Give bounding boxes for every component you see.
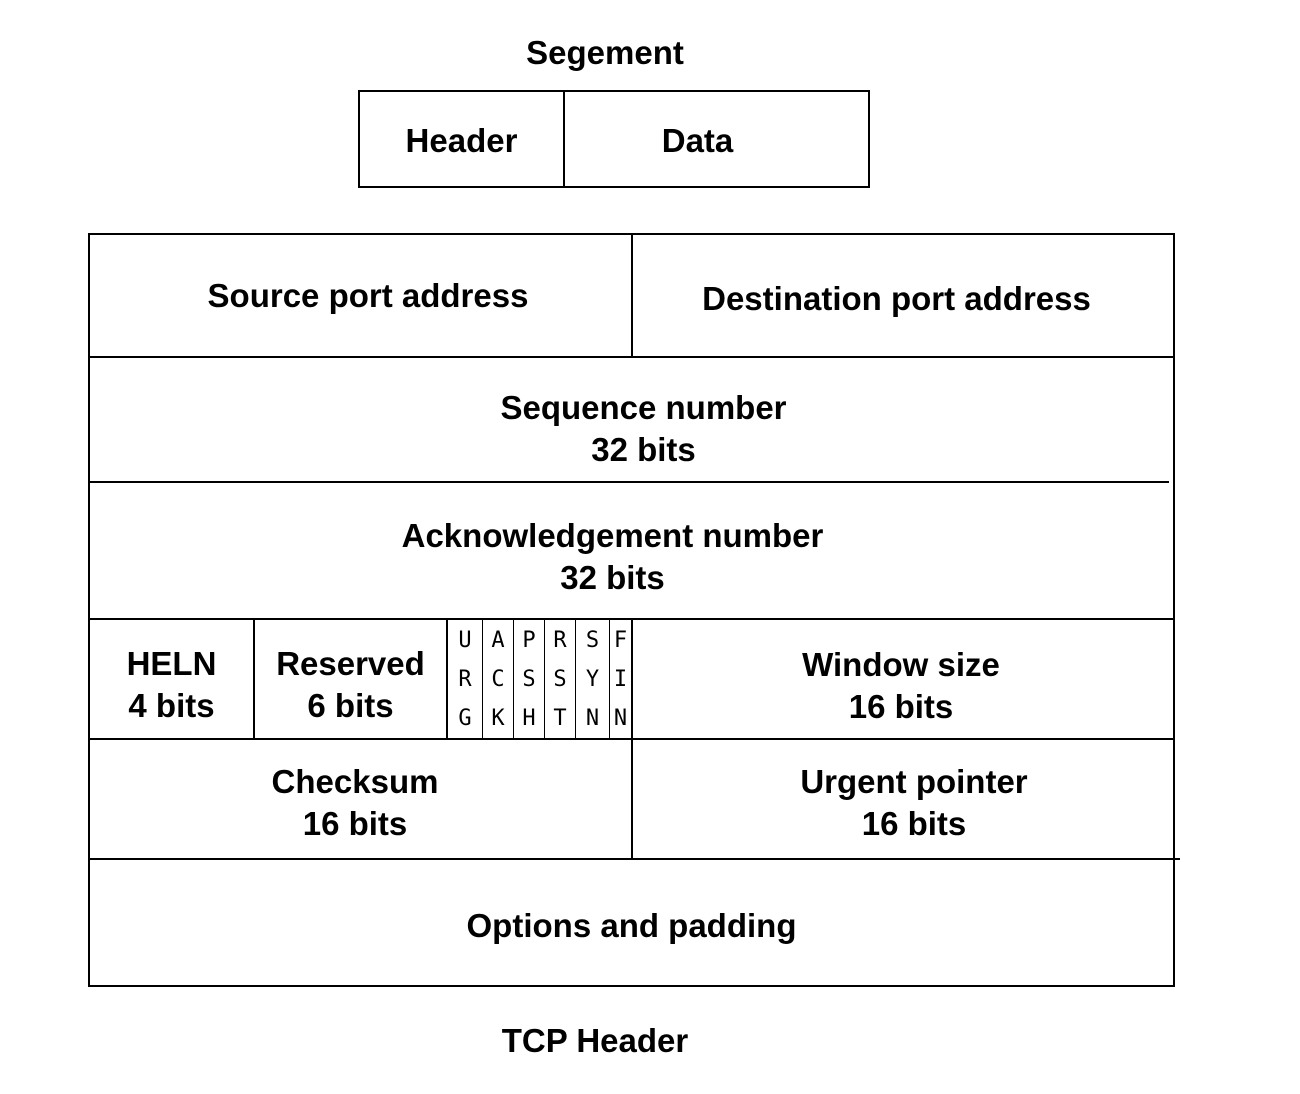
col-divider-ports xyxy=(631,233,633,358)
reserved-cell: Reserved 6 bits xyxy=(255,643,446,727)
checksum-bits: 16 bits xyxy=(302,805,408,842)
table-border-right xyxy=(1173,233,1175,987)
segment-header-label: Header xyxy=(405,122,518,159)
reserved-bits: 6 bits xyxy=(307,687,394,724)
tcp-header-table: Source port address Destination port add… xyxy=(88,233,1180,987)
reserved-label: Reserved xyxy=(276,645,425,682)
flag-syn-letter-1: S xyxy=(585,627,600,653)
window-size-cell: Window size 16 bits xyxy=(633,644,1169,728)
segment-data-label: Data xyxy=(661,122,734,159)
col-divider-flags-end xyxy=(631,618,633,740)
col-divider-flag-4 xyxy=(575,618,576,740)
row-divider-2 xyxy=(88,481,1169,483)
table-border-bottom xyxy=(88,985,1175,987)
urgent-pointer-bits: 16 bits xyxy=(861,805,967,842)
acknowledgement-number-label: Acknowledgement number xyxy=(401,517,824,554)
flag-syn-letter-3: N xyxy=(585,706,600,732)
sequence-number-bits: 32 bits xyxy=(591,431,696,468)
col-divider-flag-3 xyxy=(544,618,545,740)
flag-urg: U R G xyxy=(448,621,482,739)
col-divider-flag-1 xyxy=(482,618,483,740)
options-and-padding: Options and padding xyxy=(466,907,797,944)
col-divider-flag-5 xyxy=(609,618,610,740)
flag-fin-letter-1: F xyxy=(613,627,628,653)
segment-box xyxy=(358,90,870,188)
flag-ack-letter-2: C xyxy=(491,666,505,692)
heln-label: HELN xyxy=(126,645,217,682)
tcp-header-caption: TCP Header xyxy=(501,1022,689,1059)
row-divider-5 xyxy=(88,858,1180,860)
sequence-number-cell: Sequence number 32 bits xyxy=(90,387,1197,471)
source-port-address: Source port address xyxy=(207,277,529,314)
flag-urg-letter-3: G xyxy=(458,706,472,732)
acknowledgement-number-cell: Acknowledgement number 32 bits xyxy=(90,515,1135,599)
table-border-left xyxy=(88,233,90,987)
flag-ack-letter-1: A xyxy=(491,627,505,653)
segment-divider xyxy=(563,90,565,188)
flag-urg-letter-2: R xyxy=(458,666,472,692)
flag-psh-letter-3: H xyxy=(522,706,536,732)
window-size-label: Window size xyxy=(802,646,1000,683)
sequence-number-label: Sequence number xyxy=(500,389,787,426)
window-size-bits: 16 bits xyxy=(848,688,954,725)
urgent-pointer-label: Urgent pointer xyxy=(800,763,1028,800)
acknowledgement-number-bits: 32 bits xyxy=(560,559,665,596)
flag-psh-letter-1: P xyxy=(522,627,536,653)
col-divider-flag-2 xyxy=(513,618,514,740)
flag-syn: S Y N xyxy=(576,621,609,739)
flag-fin: F I N xyxy=(610,621,631,739)
flag-fin-letter-2: I xyxy=(613,666,628,692)
flag-urg-letter-1: U xyxy=(458,627,472,653)
flag-syn-letter-2: Y xyxy=(585,666,600,692)
heln-bits: 4 bits xyxy=(128,687,215,724)
heln-cell: HELN 4 bits xyxy=(90,643,253,727)
flag-rst-letter-1: R xyxy=(553,627,567,653)
flag-rst: R S T xyxy=(545,621,575,739)
urgent-pointer-cell: Urgent pointer 16 bits xyxy=(633,761,1195,845)
destination-port-address: Destination port address xyxy=(702,280,1091,317)
flag-psh: P S H xyxy=(514,621,544,739)
flag-ack: A C K xyxy=(483,621,513,739)
flag-fin-letter-3: N xyxy=(613,706,628,732)
checksum-label: Checksum xyxy=(271,763,439,800)
flag-rst-letter-3: T xyxy=(553,706,567,732)
flag-rst-letter-2: S xyxy=(553,666,567,692)
flag-ack-letter-3: K xyxy=(491,706,505,732)
flag-psh-letter-2: S xyxy=(522,666,536,692)
col-divider-reserved xyxy=(446,618,448,740)
checksum-cell: Checksum 16 bits xyxy=(90,761,620,845)
col-divider-heln xyxy=(253,618,255,740)
col-divider-checksum xyxy=(631,738,633,860)
segment-title: Segement xyxy=(526,34,684,71)
